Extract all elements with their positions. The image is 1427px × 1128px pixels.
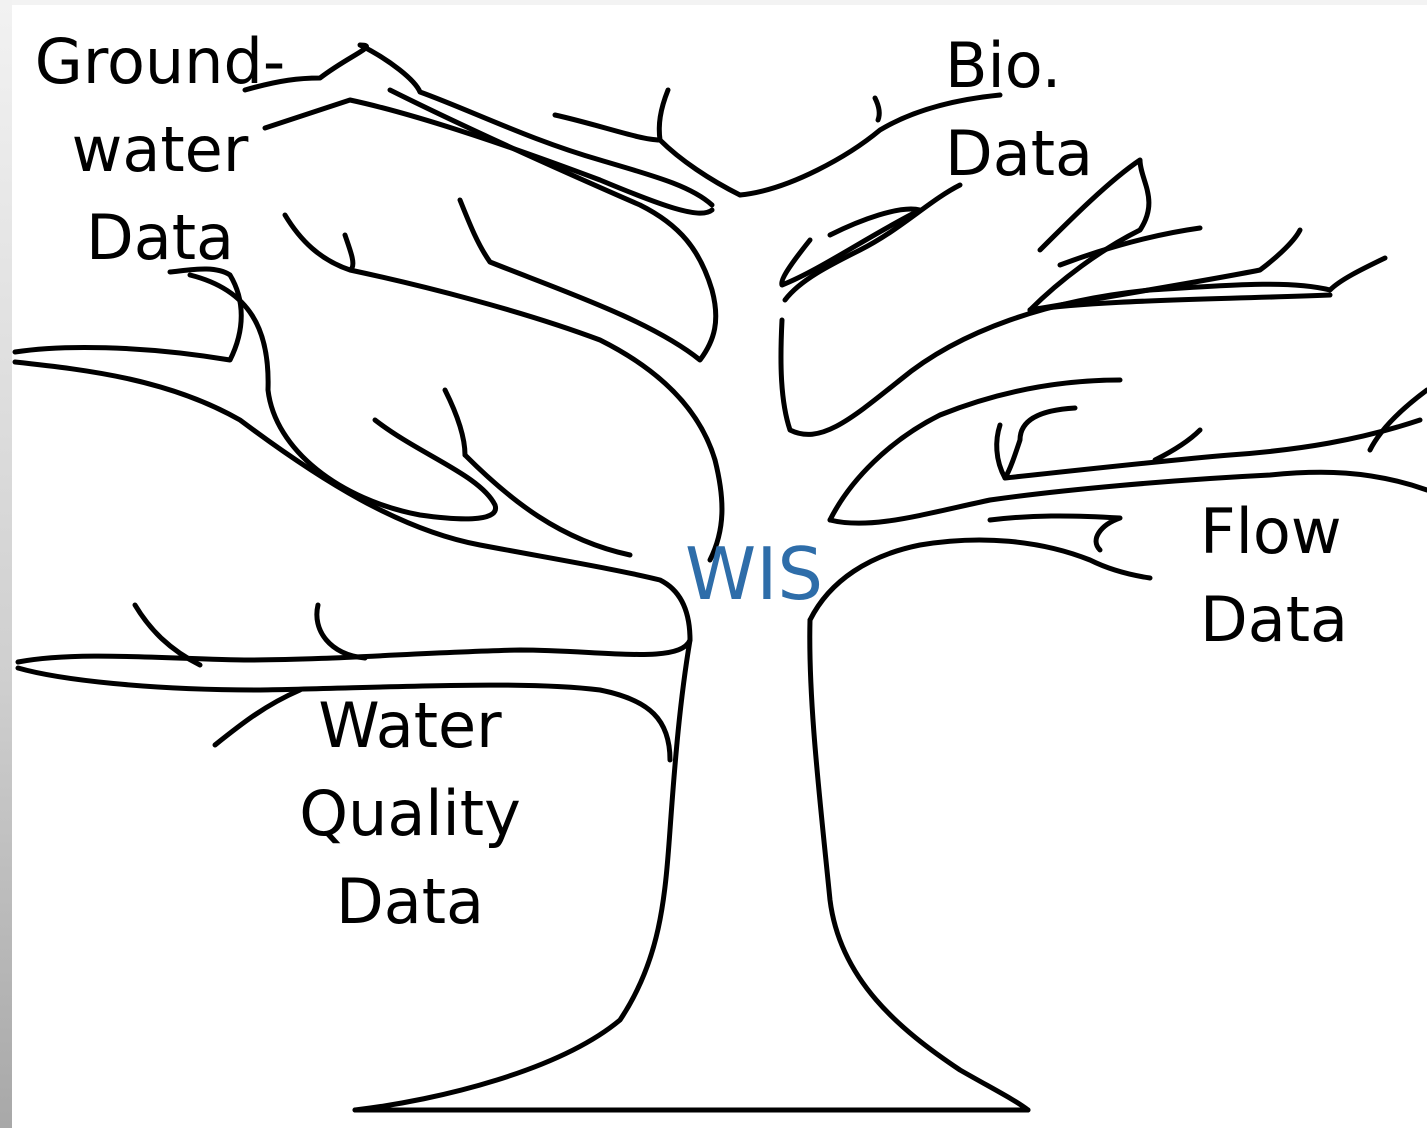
branch-mid-right-3 [1155, 430, 1200, 460]
groundwater-label-line-1: Ground- [30, 18, 290, 106]
branch-mid-left-bottom [15, 362, 690, 640]
water-quality-label-line-2: Quality [285, 770, 535, 858]
twig-mid-left-2 [465, 455, 630, 555]
flow-label-line-2: Data [1200, 576, 1348, 664]
water-quality-label-line-1: Water [285, 682, 535, 770]
water-quality-label-line-3: Data [285, 858, 535, 946]
flow-label-line-1: Flow [1200, 488, 1348, 576]
branch-mid-right-1 [1005, 408, 1420, 478]
bio-label: Bio. Data [945, 22, 1093, 198]
branch-upper-left-1b [345, 235, 353, 268]
branch-upper-right-top-b [875, 98, 879, 120]
twig-lower-left-2 [317, 605, 365, 658]
twig-mid-left-1 [445, 390, 465, 455]
branch-upper-left-top [245, 45, 712, 205]
wis-center-label: WIS [685, 538, 823, 610]
bio-label-line-2: Data [945, 110, 1093, 198]
branch-upper-right-inner [782, 209, 920, 285]
groundwater-label-line-3: Data [30, 194, 290, 282]
groundwater-label-line-2: water [30, 106, 290, 194]
bio-label-line-1: Bio. [945, 22, 1093, 110]
branch-mid-right-1b [997, 425, 1005, 478]
tree-trunk-right [810, 620, 1028, 1110]
groundwater-label: Ground- water Data [30, 18, 290, 282]
flow-label: Flow Data [1200, 488, 1348, 664]
branch-mid-right-lower-b [990, 516, 1120, 550]
branch-upper-right-main [781, 258, 1385, 434]
branch-upper-left-2 [390, 90, 716, 360]
twig-upper-left-1 [555, 115, 660, 140]
branch-upper-right-main-b [785, 185, 960, 300]
water-quality-label: Water Quality Data [285, 682, 535, 946]
twig-upper-left-2 [659, 90, 740, 195]
